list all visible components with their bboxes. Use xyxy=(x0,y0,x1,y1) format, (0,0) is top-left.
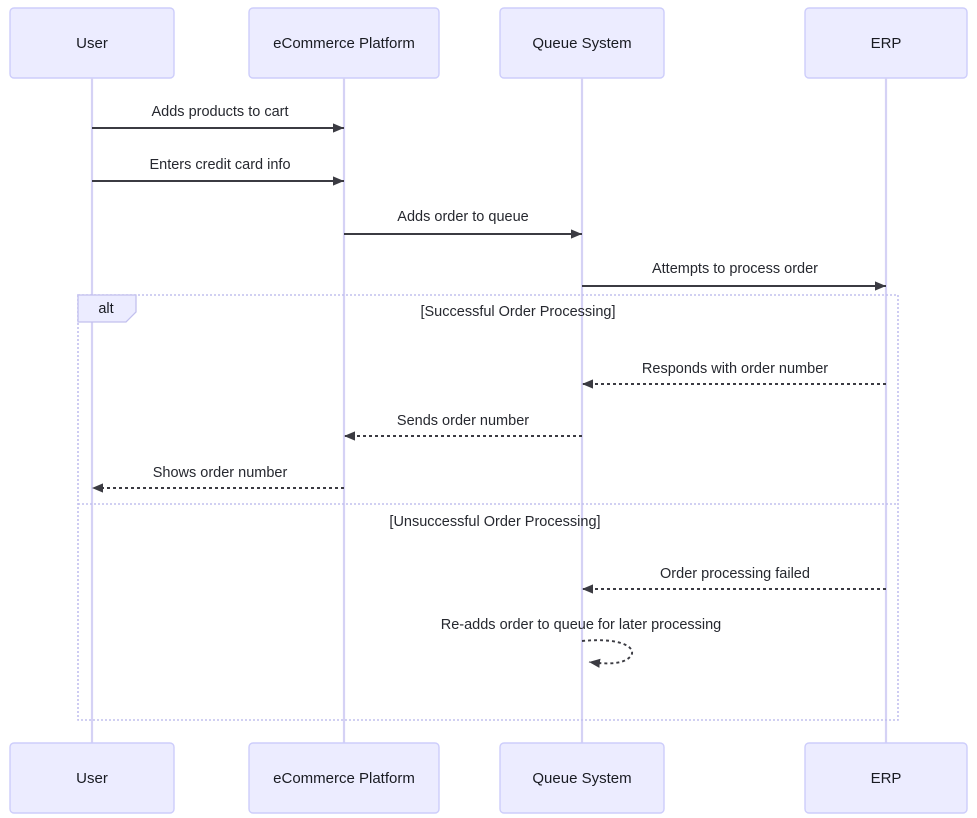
participant-label: eCommerce Platform xyxy=(273,770,415,787)
participant-box[interactable] xyxy=(499,742,665,814)
participant-bottom-erp[interactable]: ERP xyxy=(804,742,968,814)
participant-bottom-user[interactable]: User xyxy=(9,742,175,814)
alt-fragment: alt [Successful Order Processing] [Unsuc… xyxy=(77,294,899,721)
participant-label: User xyxy=(76,770,108,787)
alt-fragment-operator-label: alt xyxy=(98,301,113,317)
lifelines xyxy=(90,78,888,743)
message-attempts-to-process-order[interactable]: Attempts to process order xyxy=(582,261,886,291)
participant-top-user[interactable]: User xyxy=(9,7,175,79)
message-label: Adds order to queue xyxy=(397,209,528,225)
participants-bottom: User eCommerce Platform Queue System ERP xyxy=(9,742,968,814)
participants-top: User eCommerce Platform Queue System ERP xyxy=(9,7,968,79)
message-label: Shows order number xyxy=(153,465,288,481)
message-enters-credit-card-info[interactable]: Enters credit card info xyxy=(92,157,344,186)
participant-box[interactable] xyxy=(804,742,968,814)
participant-bottom-queue[interactable]: Queue System xyxy=(499,742,665,814)
participant-bottom-ecommerce[interactable]: eCommerce Platform xyxy=(248,742,440,814)
participant-label: Queue System xyxy=(532,770,631,787)
message-re-adds-order-to-queue[interactable]: Re-adds order to queue for later process… xyxy=(441,617,722,668)
alt-fragment-tab xyxy=(77,294,137,323)
message-label: Attempts to process order xyxy=(652,261,818,277)
message-self-loop-arrow[interactable] xyxy=(581,639,633,668)
messages: Adds products to cart Enters credit card… xyxy=(92,104,886,668)
message-label: Adds products to cart xyxy=(151,104,288,120)
message-adds-products-to-cart[interactable]: Adds products to cart xyxy=(92,104,344,133)
message-label: Sends order number xyxy=(397,413,529,429)
message-label: Enters credit card info xyxy=(149,157,290,173)
participant-box[interactable] xyxy=(248,742,440,814)
message-label: Order processing failed xyxy=(660,566,810,582)
message-label: Re-adds order to queue for later process… xyxy=(441,617,722,633)
alt-branch-condition-failure: [Unsuccessful Order Processing] xyxy=(389,514,600,530)
message-adds-order-to-queue[interactable]: Adds order to queue xyxy=(344,209,582,239)
participant-box[interactable] xyxy=(9,742,175,814)
participant-top-erp[interactable]: ERP xyxy=(804,7,968,79)
message-sends-order-number[interactable]: Sends order number xyxy=(344,413,582,441)
alt-branch-condition-success: [Successful Order Processing] xyxy=(420,304,615,320)
message-responds-with-order-number[interactable]: Responds with order number xyxy=(582,361,886,389)
message-order-processing-failed[interactable]: Order processing failed xyxy=(582,566,886,594)
participant-top-ecommerce[interactable]: eCommerce Platform xyxy=(248,7,440,79)
participant-label: ERP xyxy=(871,35,902,52)
message-label: Responds with order number xyxy=(642,361,828,377)
alt-fragment-border xyxy=(77,294,899,721)
participant-label: ERP xyxy=(871,770,902,787)
participant-label: eCommerce Platform xyxy=(273,35,415,52)
message-shows-order-number[interactable]: Shows order number xyxy=(92,465,344,493)
participant-label: User xyxy=(76,35,108,52)
participant-top-queue[interactable]: Queue System xyxy=(499,7,665,79)
participant-label: Queue System xyxy=(532,35,631,52)
